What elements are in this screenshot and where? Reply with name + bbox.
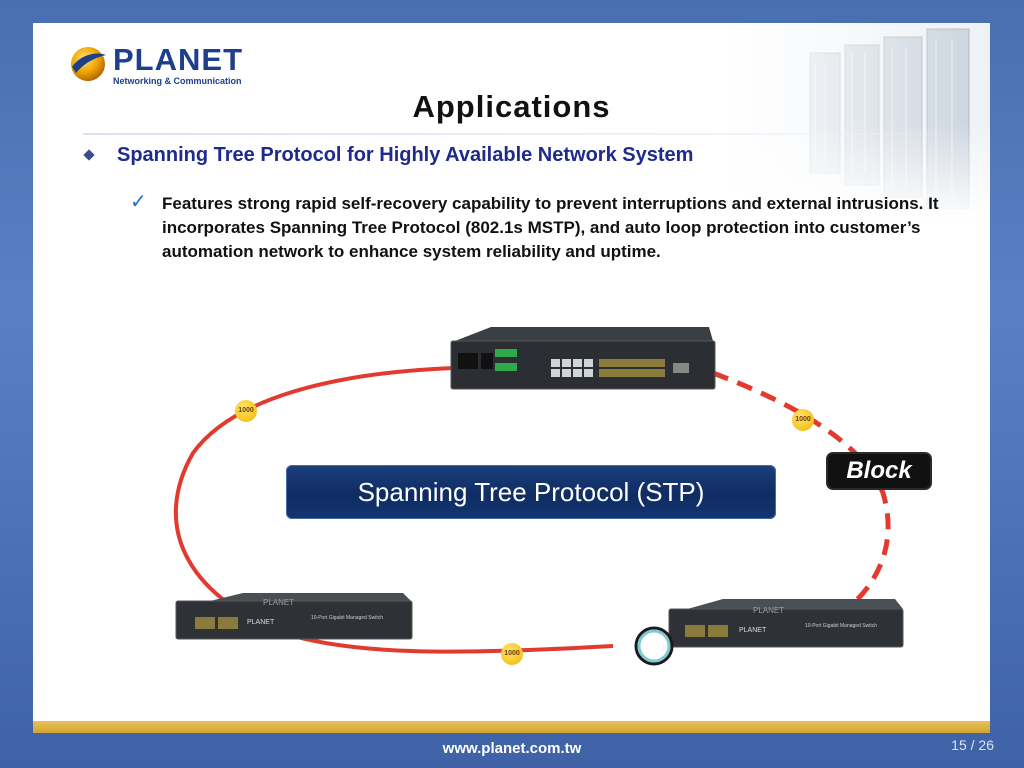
link-speed-badge: 1000 (235, 400, 257, 422)
switch-model-label: 10-Port Gigabit Managed Switch (805, 623, 877, 629)
ring-blocked-segment (712, 370, 891, 610)
footer-gold-bar (33, 721, 990, 733)
logo-tagline: Networking & Communication (113, 76, 242, 86)
page-number: 15 / 26 (951, 737, 994, 753)
switch-model-label: 10-Port Gigabit Managed Switch (311, 615, 383, 621)
port-highlight-ring (634, 626, 674, 666)
server-room-background (720, 23, 990, 223)
slide: PLANET Networking & Communication (33, 23, 990, 721)
planet-logo: PLANET Networking & Communication (68, 43, 242, 89)
link-speed-badge: 1000 (501, 643, 523, 665)
logo-wordmark: PLANET (113, 42, 243, 77)
ring-solid-segment (173, 366, 614, 654)
switch-top-brand-label: PLANET (263, 598, 294, 607)
bottom-left-switch: PLANET 10-Port Gigabit Managed Switch PL… (175, 593, 413, 640)
check-icon: ✓ (130, 189, 147, 213)
stp-label-box: Spanning Tree Protocol (STP) (286, 465, 776, 519)
top-switch (450, 327, 716, 390)
switch-top-brand-label: PLANET (753, 606, 784, 615)
bottom-right-switch: PLANET 10-Port Gigabit Managed Switch PL… (668, 599, 904, 648)
link-speed-badge: 1000 (792, 409, 814, 431)
body-paragraph: Features strong rapid self-recovery capa… (162, 194, 939, 261)
switch-brand-label: PLANET (739, 627, 767, 634)
switch-brand-label: PLANET (247, 619, 275, 626)
globe-logo-icon (71, 47, 106, 81)
title-divider (83, 133, 963, 135)
stp-ring-diagram: PLANET 10-Port Gigabit Managed Switch PL… (173, 327, 904, 666)
block-label: Block (828, 454, 930, 488)
footer-website-link[interactable]: www.planet.com.tw (442, 740, 582, 757)
section-heading: Spanning Tree Protocol for Highly Availa… (117, 144, 694, 166)
slide-title: Applications (412, 89, 611, 124)
